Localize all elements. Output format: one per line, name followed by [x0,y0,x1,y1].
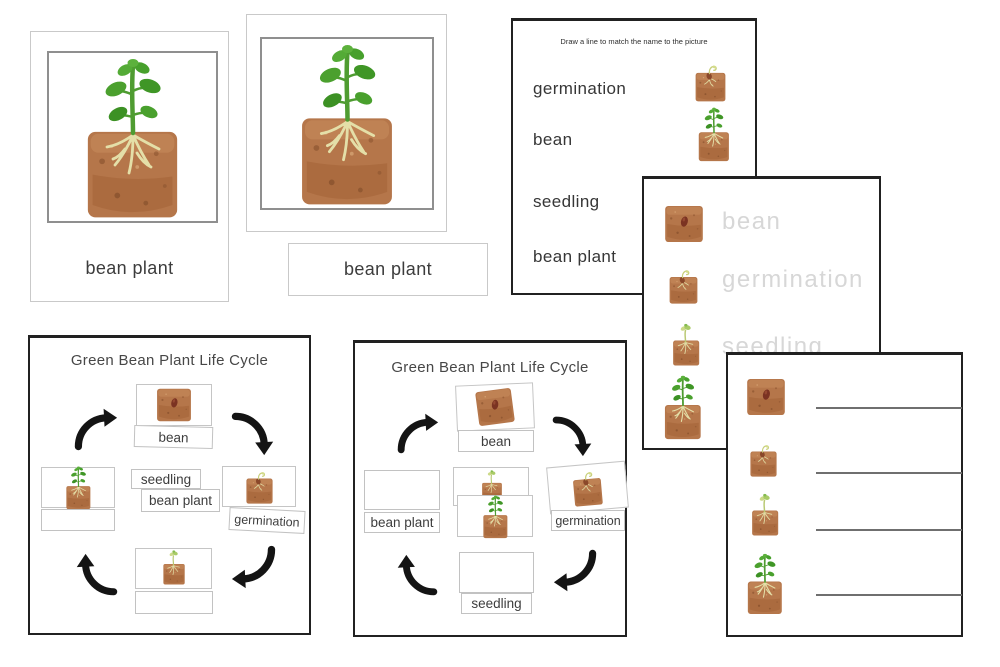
stage-label-seedling: seedling [461,593,532,614]
writing-line [816,407,962,409]
cycle-arrow-top-left-icon [73,407,118,452]
bean-seed-in-soil-block-icon [664,204,704,244]
bean-plant-in-soil-block-icon [697,107,731,161]
life-cycle-sheet-sorting: Green Bean Plant Life Cycle bean germina… [353,340,629,637]
cycle-arrow-top-right-icon [230,411,275,456]
sheet-title: Green Bean Plant Life Cycle [391,359,589,376]
stage-label-bean-plant: bean plant [364,512,440,533]
stage-picture-card-seedling [135,548,212,589]
cycle-arrow-bottom-right-icon [553,548,598,593]
stage-picture-card-bean [136,384,212,426]
bean-plant-in-soil-block-icon [83,57,183,217]
cycle-arrow-top-right-icon [551,415,593,457]
match-word-bean: bean [533,130,573,149]
bean-plant-picture-frame [260,37,434,210]
bean-plant-in-soil-block-icon [663,375,703,439]
writing-line [816,594,962,596]
germination-in-soil-block-icon [245,468,274,506]
stage-picture-card-bean [455,382,535,432]
loose-label-seedling: seedling [131,469,201,489]
card-label: bean plant [85,258,174,278]
match-word-bean-plant: bean plant [533,247,617,266]
bean-plant-in-soil-block-icon [65,466,92,509]
empty-picture-box [459,552,534,593]
bean-plant-in-soil-block-icon [482,495,509,538]
stage-label-bean: bean [458,430,534,452]
match-word-seedling: seedling [533,192,600,211]
bean-seed-in-soil-block-icon [746,377,786,417]
empty-label-box [135,591,213,614]
empty-picture-box [364,470,440,510]
germination-in-soil-block-icon [570,466,604,509]
bean-plant-in-soil-block-icon [297,43,398,204]
loose-label-bean-plant: bean plant [141,489,220,512]
matching-worksheet: Draw a line to match the name to the pic… [511,18,757,295]
stage-label-germination: germination [228,507,306,534]
label-card-bean-plant: bean plant [288,243,488,296]
bean-plant-in-soil-block-icon [746,553,784,614]
cycle-arrow-bottom-left-icon [75,553,119,597]
germination-in-soil-block-icon [749,441,778,479]
writing-line [816,529,962,531]
writing-worksheet [726,352,963,637]
trace-word-bean: bean [722,208,782,235]
bean-plant-picture-frame [47,51,218,223]
stage-picture-card-germination [222,466,296,507]
stage-picture-card-germination [546,460,629,515]
stage-picture-card-bean-plant [41,467,115,508]
sprout-in-soil-block-icon [748,491,781,541]
sprout-in-soil-block-icon [669,321,702,371]
bean-seed-in-soil-block-icon [474,386,517,429]
control-card-bean-plant: bean plant [30,31,229,302]
sheet-title: Green Bean Plant Life Cycle [70,352,269,369]
life-cycle-sheet-labeled: Green Bean Plant Life Cycle bean germina… [28,335,311,635]
bean-seed-in-soil-block-icon [156,387,192,423]
sprout-in-soil-block-icon [160,548,187,589]
sheet-instructions: Draw a line to match the name to the pic… [560,37,708,46]
picture-card-bean-plant [246,14,447,232]
stage-label-germination: germination [551,510,625,531]
cycle-arrow-top-left-icon [396,412,439,455]
germination-in-soil-block-icon [668,266,699,306]
cycle-arrow-bottom-right-icon [231,544,277,590]
stage-label-bean: bean [133,424,214,450]
empty-label-box [41,509,115,531]
writing-line [816,472,962,474]
germination-in-soil-block-icon [694,61,727,104]
trace-word-germination: germination [722,266,864,293]
loose-picture-card-bean-plant [457,495,533,537]
match-word-germination: germination [533,79,627,98]
cycle-arrow-bottom-left-icon [396,554,439,597]
